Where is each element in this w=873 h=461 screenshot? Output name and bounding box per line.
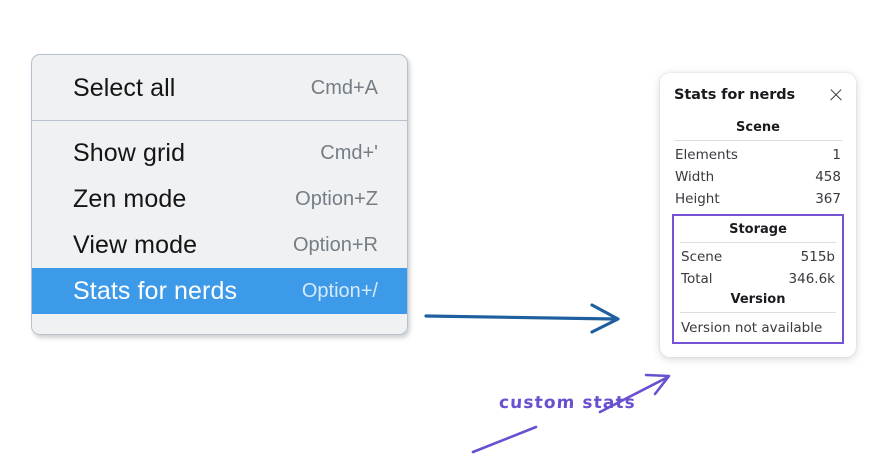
stat-value: 515b xyxy=(800,249,835,265)
menu-item-show-grid[interactable]: Show grid Cmd+' xyxy=(32,130,407,176)
stats-for-nerds-panel: Stats for nerds Scene Elements 1 Width 4… xyxy=(660,73,856,357)
blue-arrow xyxy=(424,303,620,334)
menu-item-label: Stats for nerds xyxy=(73,276,238,305)
stat-row-elements: Elements 1 xyxy=(672,144,844,166)
menu-divider xyxy=(32,120,407,121)
stats-panel-header: Stats for nerds xyxy=(672,87,844,103)
section-heading-scene: Scene xyxy=(736,120,780,135)
stat-row-width: Width 458 xyxy=(672,166,844,188)
section-rule xyxy=(674,140,842,141)
stat-value: 367 xyxy=(815,191,841,207)
section-rule xyxy=(680,242,836,243)
stat-row-storage-total: Total 346.6k xyxy=(678,268,838,290)
menu-item-label: Select all xyxy=(73,73,176,102)
menu-item-label: Show grid xyxy=(73,138,186,167)
stats-section-scene: Scene Elements 1 Width 458 Height 367 xyxy=(672,118,844,210)
annotation-label-custom-stats: custom stats xyxy=(498,393,637,413)
menu-footer xyxy=(32,314,407,334)
stat-row-storage-scene: Scene 515b xyxy=(678,246,838,268)
menu-item-shortcut: Option+R xyxy=(292,233,378,256)
stat-row-height: Height 367 xyxy=(672,188,844,210)
stat-label: Elements xyxy=(675,147,738,163)
stat-value: 1 xyxy=(832,147,841,163)
stat-label: Scene xyxy=(681,249,723,265)
stat-label: Total xyxy=(681,271,713,287)
menu-item-stats-for-nerds[interactable]: Stats for nerds Option+/ xyxy=(32,268,407,314)
stat-value: 458 xyxy=(815,169,841,185)
menu-item-shortcut: Cmd+A xyxy=(310,76,378,99)
section-heading-storage: Storage xyxy=(729,222,787,237)
menu-item-select-all[interactable]: Select all Cmd+A xyxy=(32,65,407,111)
stat-value: 346.6k xyxy=(788,271,835,287)
menu-group-2: Show grid Cmd+' Zen mode Option+Z View m… xyxy=(32,121,407,314)
menu-item-shortcut: Cmd+' xyxy=(320,141,378,164)
stats-panel-title: Stats for nerds xyxy=(674,87,796,103)
menu-item-label: View mode xyxy=(73,230,198,259)
section-heading-version: Version xyxy=(730,292,786,307)
version-text: Version not available xyxy=(681,320,823,336)
section-rule xyxy=(680,312,836,313)
purple-underline-stroke xyxy=(471,425,538,454)
menu-item-zen-mode[interactable]: Zen mode Option+Z xyxy=(32,176,407,222)
menu-item-shortcut: Option+/ xyxy=(301,279,378,302)
stat-label: Height xyxy=(675,191,720,207)
menu-item-view-mode[interactable]: View mode Option+R xyxy=(32,222,407,268)
canvas-context-menu[interactable]: Select all Cmd+A Show grid Cmd+' Zen mod… xyxy=(31,54,408,335)
close-icon[interactable] xyxy=(828,88,843,103)
menu-group-1: Select all Cmd+A xyxy=(32,55,407,120)
custom-stats-box: Storage Scene 515b Total 346.6k Version … xyxy=(672,214,844,344)
stat-label: Width xyxy=(675,169,715,185)
menu-item-shortcut: Option+Z xyxy=(295,187,378,210)
menu-item-label: Zen mode xyxy=(73,184,187,213)
